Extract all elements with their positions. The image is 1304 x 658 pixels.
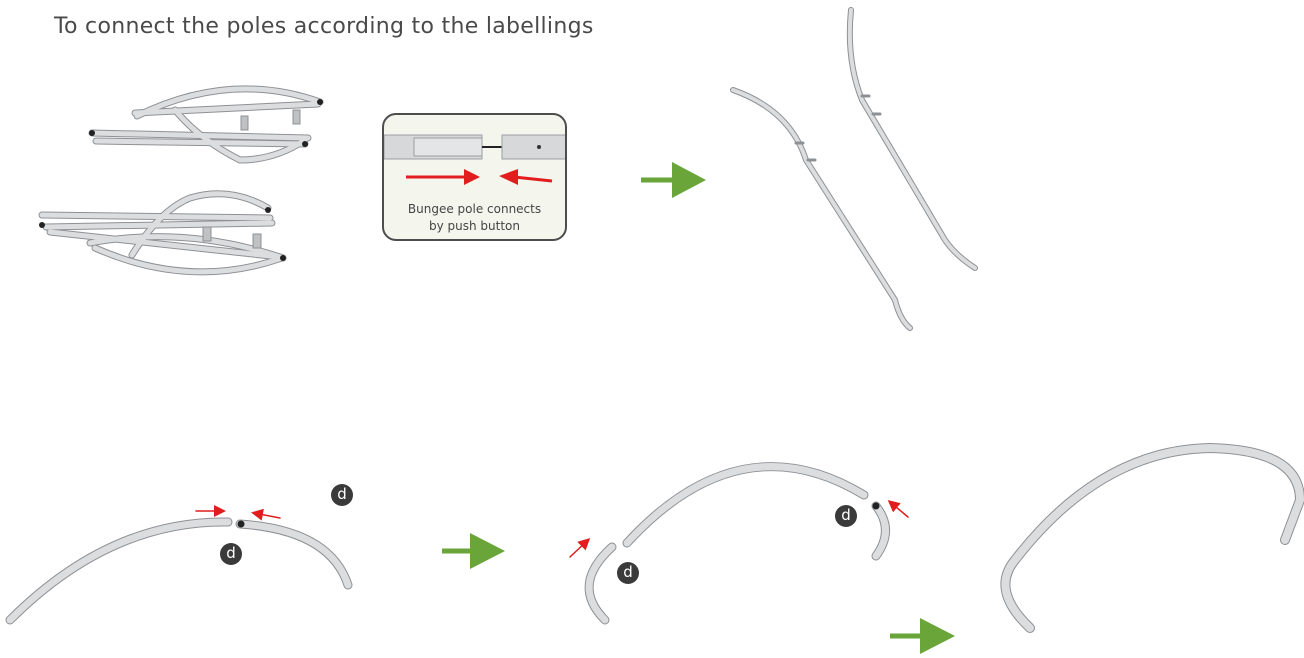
arc-with-end-poles [569, 462, 909, 625]
inset-caption-line1: Bungee pole connects [407, 202, 542, 216]
inset-caption: Bungee pole connects by push button [384, 201, 565, 235]
instruction-title: To connect the poles according to the la… [54, 14, 594, 39]
label-badge: d [835, 505, 857, 527]
label-badge: d [331, 484, 353, 506]
assembled-long-poles [730, 7, 978, 331]
green-arrow-icon [641, 162, 706, 198]
pole-bundle-1 [88, 85, 324, 164]
green-arrow-icon [442, 533, 505, 569]
bungee-connection-inset: Bungee pole connects by push button [382, 113, 567, 241]
inset-caption-line2: by push button [428, 219, 520, 233]
arc-poles-joining [5, 505, 353, 625]
label-badge: d [617, 562, 639, 584]
green-arrow-icon [890, 618, 955, 654]
completed-arch [1000, 442, 1304, 633]
label-badge: d [220, 543, 242, 565]
push-button-diagram [384, 134, 565, 185]
pole-bundle-2 [38, 190, 287, 276]
